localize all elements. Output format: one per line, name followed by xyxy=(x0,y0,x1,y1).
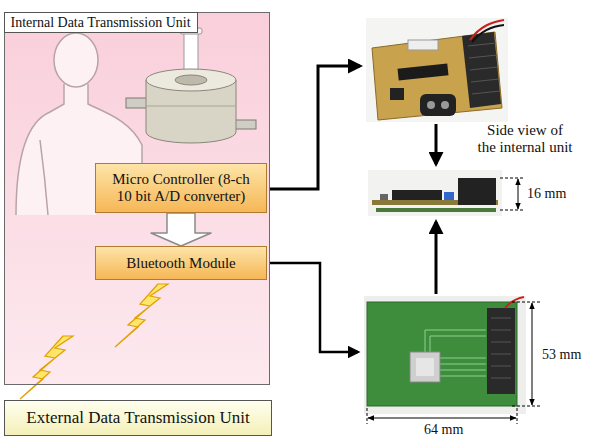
unit-panel: Internal Data Transmission UnitMicro Con… xyxy=(4,12,270,385)
sensor-device xyxy=(126,28,256,143)
bluetooth-board-photo xyxy=(364,296,526,414)
block-arrow xyxy=(151,213,211,246)
photo-arrow xyxy=(270,66,436,352)
box-label: External Data Transmission Unit xyxy=(26,408,249,428)
unit-title: Internal Data Transmission Unit xyxy=(4,12,198,33)
photo-caption: Side view of the internal unit xyxy=(465,122,585,156)
box-label: Bluetooth Module xyxy=(126,255,236,272)
dimension-label: 64 mm xyxy=(424,422,463,438)
process-box: Micro Controller (8-ch 10 bit A/D conver… xyxy=(95,163,267,213)
panel-ground xyxy=(4,12,270,385)
process-box: Bluetooth Module xyxy=(95,246,267,280)
dimension-label: 16 mm xyxy=(527,186,566,202)
dimension-line xyxy=(367,178,540,424)
box-label: Micro Controller (8-ch 10 bit A/D conver… xyxy=(104,171,258,205)
wireless-bolt xyxy=(20,284,168,399)
dimension-label: 53 mm xyxy=(542,347,581,363)
side-view-photo xyxy=(368,170,502,216)
unit-box: External Data Transmission Unit xyxy=(4,400,272,436)
board-photo xyxy=(366,18,508,122)
